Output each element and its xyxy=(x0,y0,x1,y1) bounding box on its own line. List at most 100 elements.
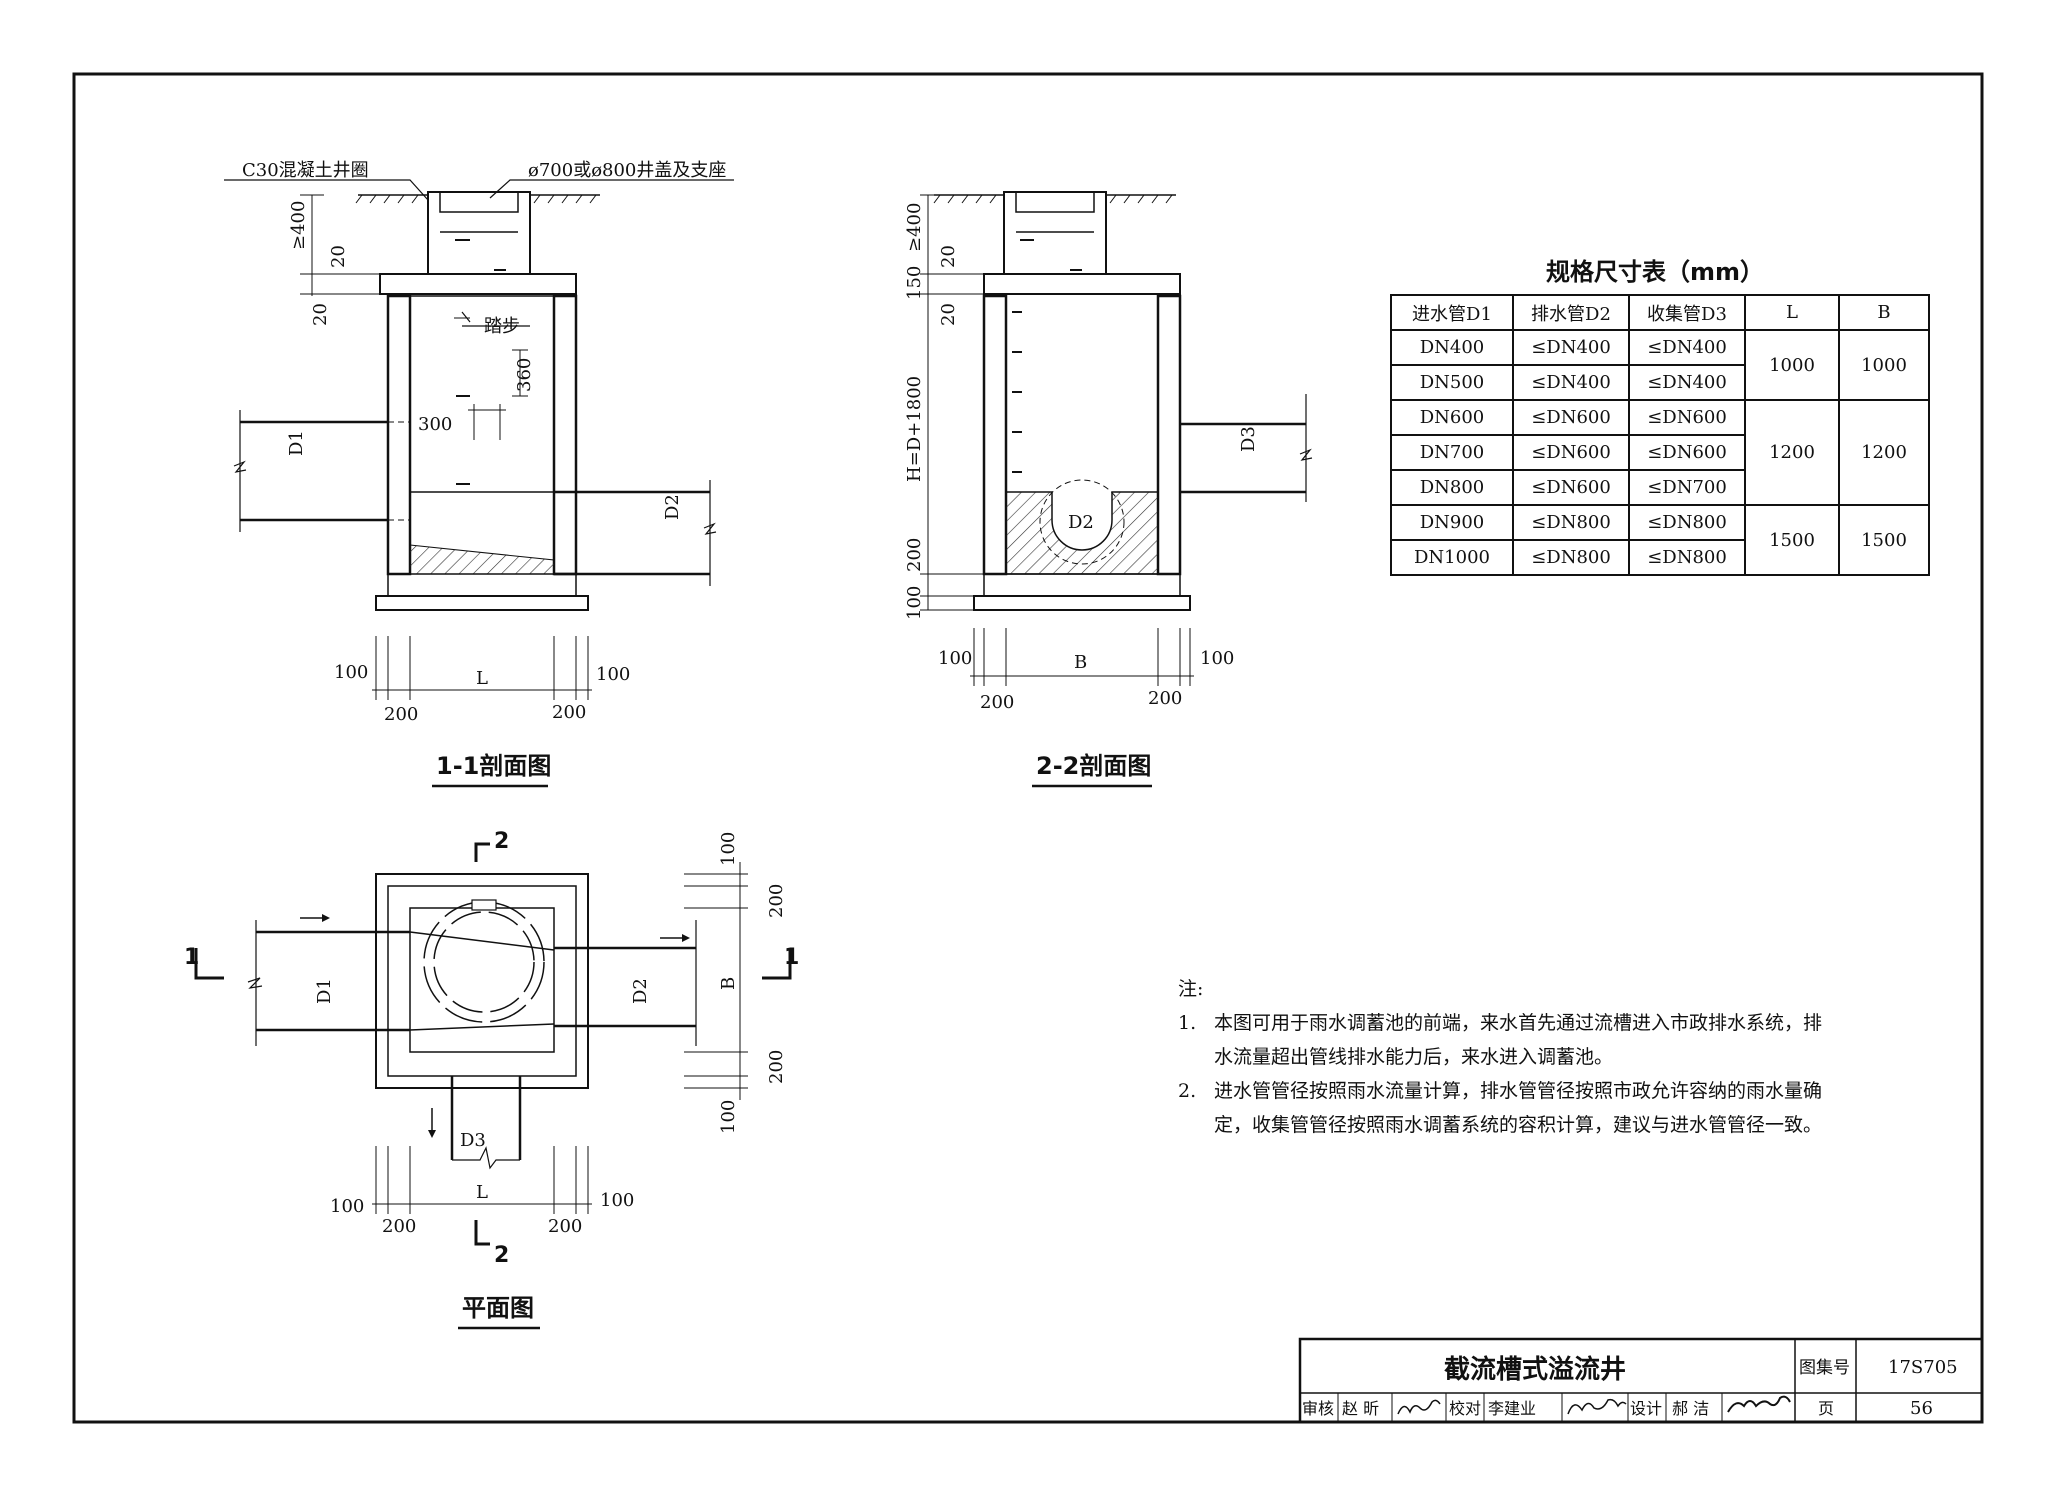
note-text: 本图可用于雨水调蓄池的前端，来水首先通过流槽进入市政排水系统，排水流量超出管线排… xyxy=(1214,1012,1823,1068)
dim-step-300: 300 xyxy=(418,414,452,435)
cell: DN500 xyxy=(1390,364,1514,401)
designer-name: 郝 洁 xyxy=(1672,1399,1709,1418)
checker-name: 李建业 xyxy=(1488,1399,1536,1418)
cell: DN900 xyxy=(1390,504,1514,541)
table-row: DN1000 ≤DN800 ≤DN800 xyxy=(1390,539,1929,576)
cell-l-group: 1500 xyxy=(1744,504,1840,576)
notes: 注: 1. 本图可用于雨水调蓄池的前端，来水首先通过流槽进入市政排水系统，排水流… xyxy=(1178,972,1838,1142)
plan-dim-w200-right: 200 xyxy=(548,1216,582,1237)
dim-w200-left: 200 xyxy=(384,704,418,725)
table-row: DN500 ≤DN400 ≤DN400 xyxy=(1390,364,1929,401)
cell: DN400 xyxy=(1390,329,1514,366)
plan-dim-200-bottom: 200 xyxy=(766,1050,787,1084)
cell: ≤DN400 xyxy=(1628,329,1746,366)
cell: DN700 xyxy=(1390,434,1514,471)
table-row: DN800 ≤DN600 ≤DN700 xyxy=(1390,469,1929,506)
plan-d3-label: D3 xyxy=(460,1130,486,1151)
dim-100-2: 100 xyxy=(904,586,925,620)
cell-b-group: 1000 xyxy=(1838,329,1930,401)
section-mark-left: 1 xyxy=(184,945,199,970)
note-item: 1. 本图可用于雨水调蓄池的前端，来水首先通过流槽进入市政排水系统，排水流量超出… xyxy=(1178,1006,1838,1074)
page-number: 56 xyxy=(1910,1398,1933,1419)
atlas-label: 图集号 xyxy=(1799,1358,1850,1378)
section-mark-top: 2 xyxy=(494,829,509,854)
dim-20a: 20 xyxy=(328,245,349,268)
drawing-title: 截流槽式溢流井 xyxy=(1444,1355,1626,1385)
dim-20-2b: 20 xyxy=(938,303,959,326)
dim-w100-right-2: 100 xyxy=(1200,648,1234,669)
step-label: 踏步 xyxy=(484,316,520,337)
cell: DN1000 xyxy=(1390,539,1514,576)
cell: ≤DN600 xyxy=(1512,469,1630,506)
cell: ≤DN600 xyxy=(1628,399,1746,436)
section-mark-right: 1 xyxy=(784,945,799,970)
table-header-row: 进水管D1 排水管D2 收集管D3 L B xyxy=(1390,294,1930,331)
plan-dim-100-top: 100 xyxy=(718,832,739,866)
section-1-1-title: 1-1剖面图 xyxy=(436,752,551,780)
dim-20-2: 20 xyxy=(938,245,959,268)
dim-cover-min-2: ≥400 xyxy=(904,203,925,252)
header-d3: 收集管D3 xyxy=(1628,294,1746,331)
cell: ≤DN800 xyxy=(1512,539,1630,576)
dim-w200-left-2: 200 xyxy=(980,692,1014,713)
cell: ≤DN800 xyxy=(1628,539,1746,576)
cell: ≤DN400 xyxy=(1628,364,1746,401)
cell-b-group: 1500 xyxy=(1838,504,1930,576)
signature-checker xyxy=(1567,1398,1627,1415)
cell: ≤DN400 xyxy=(1512,364,1630,401)
dim-20b: 20 xyxy=(310,303,331,326)
atlas-number: 17S705 xyxy=(1888,1357,1958,1378)
dim-length: L xyxy=(476,668,488,689)
cell: DN800 xyxy=(1390,469,1514,506)
dim-height: H=D+1800 xyxy=(904,376,925,482)
cell: ≤DN800 xyxy=(1628,504,1746,541)
cell: ≤DN800 xyxy=(1512,504,1630,541)
section-1-1 xyxy=(224,179,734,700)
plan-dim-200-top: 200 xyxy=(766,884,787,918)
cell-l-group: 1200 xyxy=(1744,399,1840,506)
review-label: 审核 xyxy=(1302,1399,1334,1418)
dim-150: 150 xyxy=(904,266,925,300)
table-row: DN400 ≤DN400 ≤DN400 1000 1000 xyxy=(1390,329,1930,401)
header-b: B xyxy=(1838,294,1930,331)
pipe-d3-label: D3 xyxy=(1238,426,1259,452)
header-d2: 排水管D2 xyxy=(1512,294,1630,331)
plan-dim-100-bottom: 100 xyxy=(718,1100,739,1134)
dim-width: B xyxy=(1074,652,1087,673)
dim-200-2: 200 xyxy=(904,538,925,572)
plan-title: 平面图 xyxy=(462,1294,534,1322)
section-2-2 xyxy=(920,191,1313,686)
cell: ≤DN600 xyxy=(1512,434,1630,471)
check-label: 校对 xyxy=(1449,1399,1481,1418)
design-label: 设计 xyxy=(1630,1399,1662,1418)
section-mark-bottom: 2 xyxy=(494,1243,509,1268)
spec-table-title: 规格尺寸表（mm） xyxy=(1545,258,1764,286)
dim-w100-right: 100 xyxy=(596,664,630,685)
header-l: L xyxy=(1744,294,1840,331)
dim-step-360: 360 xyxy=(514,358,535,392)
cover-label: ø700或ø800井盖及支座 xyxy=(528,160,726,181)
cell-l-group: 1000 xyxy=(1744,329,1840,401)
plan-dim-w100-right: 100 xyxy=(600,1190,634,1211)
note-number: 1. xyxy=(1178,1012,1197,1034)
cell: ≤DN600 xyxy=(1512,399,1630,436)
cell: ≤DN400 xyxy=(1512,329,1630,366)
plan-dim-length: L xyxy=(476,1182,488,1203)
note-item: 2. 进水管管径按照雨水流量计算，排水管管径按照市政允许容纳的雨水量确定，收集管… xyxy=(1178,1074,1838,1142)
dim-w100-left-2: 100 xyxy=(938,648,972,669)
cell-b-group: 1200 xyxy=(1838,399,1930,506)
signature-reviewer xyxy=(1397,1399,1441,1415)
table-row: DN700 ≤DN600 ≤DN600 xyxy=(1390,434,1929,471)
pipe-d1-label: D1 xyxy=(286,430,307,456)
plan-dim-w200-left: 200 xyxy=(382,1216,416,1237)
cell: DN600 xyxy=(1390,399,1514,436)
plan-d2-label: D2 xyxy=(630,978,651,1004)
cell: ≤DN700 xyxy=(1628,469,1746,506)
signature-designer xyxy=(1727,1395,1791,1413)
reviewer-name: 赵 昕 xyxy=(1342,1399,1379,1418)
dim-w200-right-2: 200 xyxy=(1148,688,1182,709)
header-d1: 进水管D1 xyxy=(1390,294,1514,331)
plan-dim-w100-left: 100 xyxy=(330,1196,364,1217)
dim-w200-right: 200 xyxy=(552,702,586,723)
